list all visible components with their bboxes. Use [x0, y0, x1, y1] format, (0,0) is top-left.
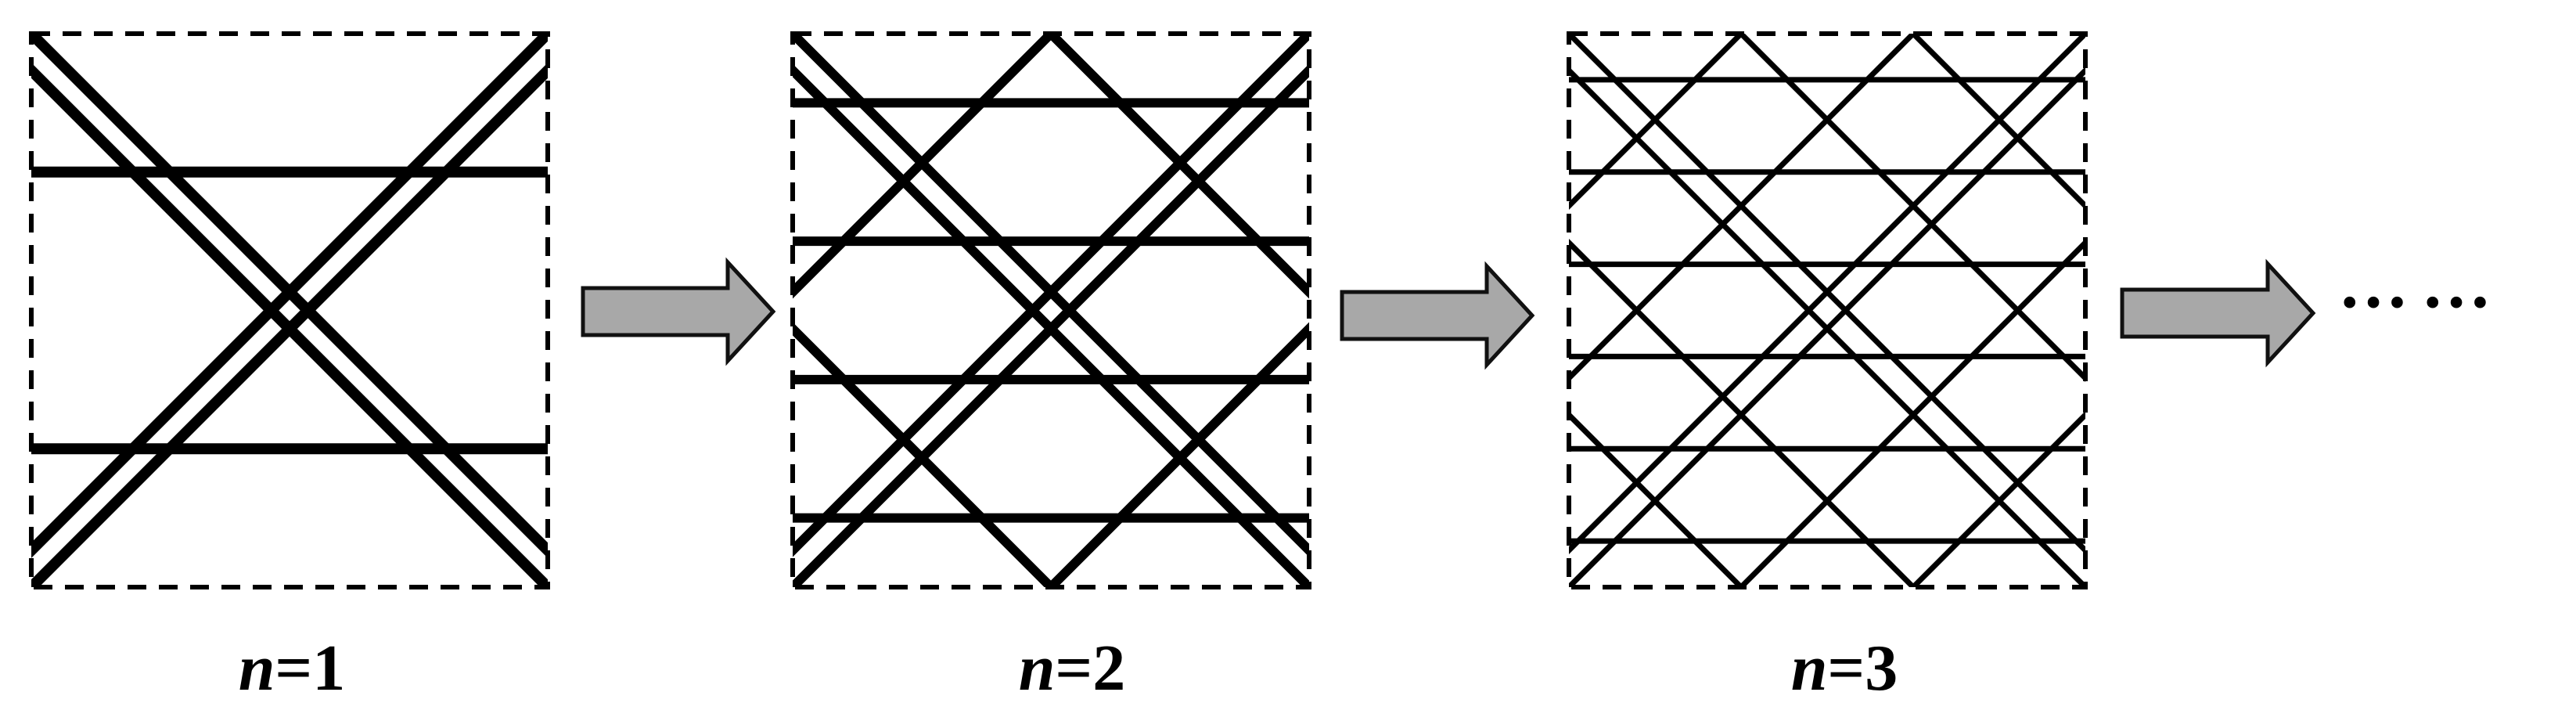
- panel-n2: [790, 31, 1311, 589]
- panel-n1-label: n=1: [135, 636, 448, 701]
- continuation-ellipsis: ……: [2338, 245, 2504, 323]
- panel-n1-label-value: 1: [312, 632, 346, 705]
- diagonal-line-rising: [31, 34, 548, 558]
- panel-n1-lattice: [31, 34, 548, 587]
- panel-n2-dashed-frame: [790, 31, 1311, 589]
- panel-n1-label-variable: n: [238, 632, 275, 705]
- panel-n3-label-equals: =: [1827, 632, 1865, 705]
- diagonal-line-falling: [1569, 411, 1743, 587]
- diagonal-line-falling: [793, 322, 1055, 587]
- diagonal-line-falling: [1911, 34, 2085, 210]
- panel-n2-lattice: [793, 34, 1309, 587]
- panel-n1: [29, 31, 550, 589]
- panel-n2-label-value: 2: [1092, 632, 1126, 705]
- panel-n1-label-equals: =: [275, 632, 313, 705]
- diagonal-line-rising: [1911, 411, 2085, 587]
- diagonal-line-rising: [1569, 34, 1916, 382]
- arrow-3: [2120, 258, 2316, 368]
- panel-n3-lattice: [1569, 34, 2085, 587]
- panel-n3-dashed-frame: [1567, 31, 2088, 589]
- diagonal-line-falling: [1047, 34, 1309, 299]
- diagonal-line-rising: [31, 34, 35, 41]
- diagonal-line-rising: [1569, 34, 2085, 554]
- panel-n2-label-variable: n: [1018, 632, 1056, 705]
- diagonal-line-rising: [793, 34, 1309, 557]
- panel-n2-label-equals: =: [1055, 632, 1093, 705]
- arrow-1: [581, 257, 776, 366]
- diagonal-line-rising: [1569, 34, 1743, 210]
- panel-n3-label-value: 3: [1865, 632, 1898, 705]
- panel-n1-dashed-frame: [29, 31, 550, 589]
- arrow-2: [1340, 261, 1535, 370]
- diagonal-line-falling: [31, 579, 35, 587]
- panel-n2-label: n=2: [916, 636, 1229, 701]
- diagonal-line-rising: [1569, 67, 2085, 587]
- panel-n3-label: n=3: [1688, 636, 2001, 701]
- diagonal-line-rising: [1047, 322, 1309, 587]
- diagonal-line-rising: [793, 34, 1055, 299]
- panel-n3-label-variable: n: [1790, 632, 1828, 705]
- panel-n3: [1567, 31, 2088, 589]
- diagonal-line-rising: [793, 63, 1309, 587]
- diagonal-line-rising: [1739, 239, 2085, 587]
- diagonal-line-rising: [31, 63, 548, 587]
